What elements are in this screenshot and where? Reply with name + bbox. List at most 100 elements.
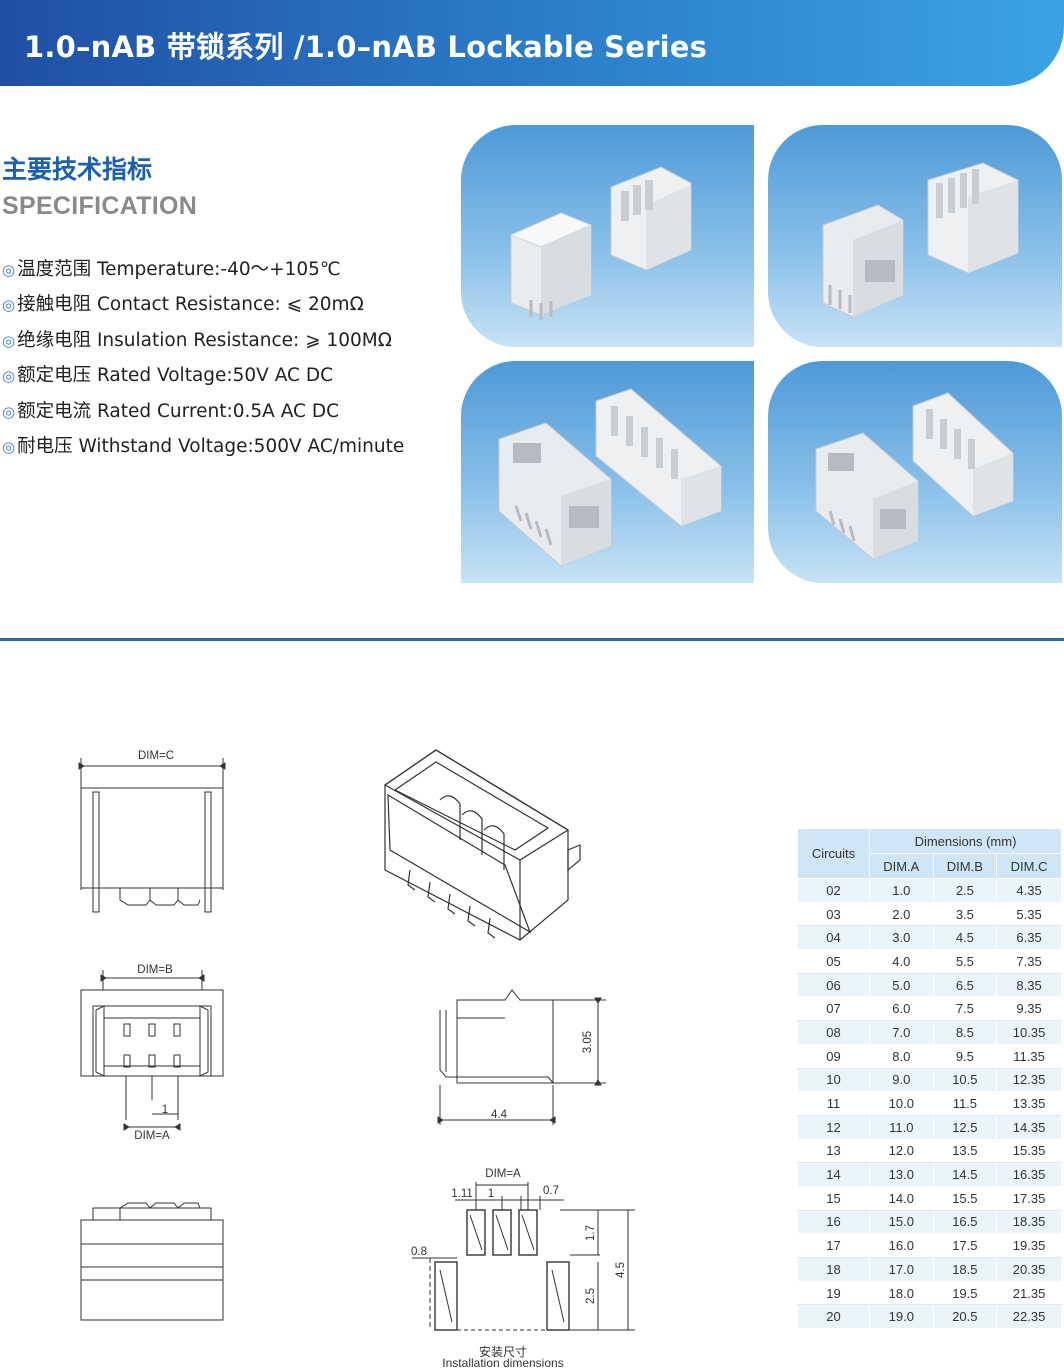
fp-pad-height-label: 1.7 — [585, 1225, 597, 1241]
cell-dim-c: 5.35 — [996, 901, 1062, 927]
cell-circuits: 20 — [797, 1304, 870, 1330]
cell-dim-b: 2.5 — [932, 878, 998, 903]
cell-circuits: 07 — [797, 996, 870, 1022]
col-dimensions-header: Dimensions (mm) — [869, 828, 1062, 854]
cell-dim-b: 7.5 — [932, 996, 998, 1022]
caption-en: Installation dimensions — [442, 1356, 564, 1370]
cell-dim-c: 21.35 — [996, 1280, 1062, 1306]
cell-circuits: 09 — [797, 1043, 870, 1069]
col-circuits-header: Circuits — [797, 828, 870, 879]
cell-dim-c: 15.35 — [996, 1138, 1062, 1164]
cell-dim-b: 16.5 — [932, 1209, 998, 1235]
cell-dim-b: 15.5 — [932, 1185, 998, 1211]
cell-dim-b: 14.5 — [932, 1162, 998, 1187]
cell-dim-b: 4.5 — [932, 925, 998, 951]
spec-item: ◎温度范围 Temperature:-40～+105℃ — [2, 259, 341, 280]
cell-dim-a: 12.0 — [869, 1138, 934, 1164]
cell-circuits: 13 — [797, 1138, 870, 1164]
cell-dim-a: 9.0 — [869, 1067, 934, 1093]
cell-circuits: 02 — [797, 878, 870, 903]
cell-dim-c: 20.35 — [996, 1257, 1062, 1282]
cell-circuits: 11 — [797, 1091, 870, 1116]
cell-circuits: 12 — [797, 1114, 870, 1140]
cell-circuits: 15 — [797, 1185, 870, 1211]
cell-dim-b: 18.5 — [932, 1257, 998, 1282]
cell-dim-a: 2.0 — [869, 901, 934, 927]
cell-dim-c: 7.35 — [996, 949, 1062, 974]
cell-dim-c: 18.35 — [996, 1209, 1062, 1235]
cell-dim-a: 16.0 — [869, 1233, 934, 1258]
spec-title-cn: 主要技术指标 — [2, 155, 153, 184]
cell-dim-a: 6.0 — [869, 996, 934, 1022]
technical-drawings: DIM=C DIM=B 1 DIM=A 3.05 4.4 DIM=A 1.11 … — [78, 749, 635, 1331]
cell-dim-b: 9.5 — [932, 1043, 998, 1069]
bullet-icon: ◎ — [2, 367, 16, 386]
cell-dim-a: 5.0 — [869, 972, 934, 998]
col-dim-a-header: DIM.A — [869, 853, 934, 879]
cell-dim-b: 6.5 — [932, 972, 998, 998]
fp-pitch-label: 1 — [488, 1188, 494, 1200]
cell-dim-b: 5.5 — [932, 949, 998, 974]
cell-dim-a: 19.0 — [869, 1304, 934, 1330]
dim-c-label: DIM=C — [138, 750, 174, 762]
cell-dim-c: 22.35 — [996, 1304, 1062, 1330]
cell-dim-a: 11.0 — [869, 1114, 934, 1140]
dimensions-table: Circuits Dimensions (mm) DIM.A DIM.B DIM… — [797, 828, 1062, 1330]
cell-dim-b: 10.5 — [932, 1067, 998, 1093]
cell-circuits: 03 — [797, 901, 870, 927]
bullet-icon: ◎ — [2, 331, 16, 350]
cell-circuits: 19 — [797, 1280, 870, 1306]
cell-dim-c: 10.35 — [996, 1020, 1062, 1045]
cell-dim-a: 8.0 — [869, 1043, 934, 1069]
connector-illustration — [509, 166, 692, 320]
section-divider — [0, 638, 1064, 641]
fp-tab-height-label: 2.5 — [585, 1288, 597, 1304]
cell-dim-c: 9.35 — [996, 996, 1062, 1022]
cell-dim-a: 4.0 — [869, 949, 934, 974]
cell-circuits: 04 — [797, 925, 870, 951]
product-photo-1 — [461, 125, 754, 347]
pitch-label: 1 — [162, 1104, 168, 1116]
fp-dim-a-label: DIM=A — [485, 1168, 521, 1180]
cell-dim-a: 15.0 — [869, 1209, 934, 1235]
spec-item: ◎额定电流 Rated Current:0.5A AC DC — [2, 400, 339, 422]
cell-dim-a: 10.0 — [869, 1091, 934, 1116]
footprint-drawing — [412, 1182, 635, 1331]
product-photo-3 — [461, 361, 754, 583]
spec-item: ◎接触电阻 Contact Resistance: ⩽ 20mΩ — [2, 294, 364, 316]
spec-item: ◎额定电压 Rated Voltage:50V AC DC — [2, 365, 334, 387]
cell-dim-a: 17.0 — [869, 1257, 934, 1282]
cell-dim-c: 4.35 — [996, 878, 1062, 903]
dim-b-label: DIM=B — [137, 964, 173, 976]
header-banner: 1.0–nAB 带锁系列 /1.0–nAB Lockable Series — [0, 0, 1064, 86]
bullet-icon: ◎ — [2, 402, 16, 421]
dim-a-label: DIM=A — [134, 1130, 170, 1142]
cell-dim-b: 17.5 — [932, 1233, 998, 1258]
cell-dim-a: 7.0 — [869, 1020, 934, 1045]
product-photo-2 — [768, 125, 1062, 347]
cell-dim-c: 14.35 — [996, 1114, 1062, 1140]
front-view-drawing — [80, 970, 224, 1131]
cell-dim-b: 3.5 — [932, 901, 998, 927]
cell-dim-c: 16.35 — [996, 1162, 1062, 1187]
caption-cn: 安装尺寸 — [478, 1345, 527, 1359]
cell-dim-c: 13.35 — [996, 1091, 1062, 1116]
spec-item: ◎绝缘电阻 Insulation Resistance: ⩾ 100MΩ — [2, 329, 392, 351]
spec-item: ◎耐电压 Withstand Voltage:500V AC/minute — [2, 435, 405, 457]
cell-dim-b: 13.5 — [932, 1138, 998, 1164]
cell-circuits: 05 — [797, 949, 870, 974]
side-view-drawing — [437, 989, 606, 1125]
